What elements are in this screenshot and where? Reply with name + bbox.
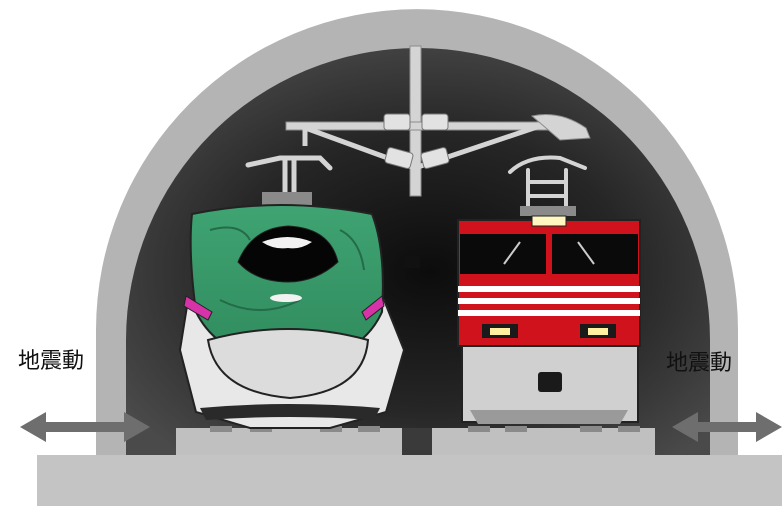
double-arrow-left-icon — [20, 412, 150, 442]
locomotive-coupler — [538, 372, 562, 392]
track-bed-left — [176, 428, 404, 455]
tunnel-signal — [405, 256, 420, 268]
track-bed-right — [430, 428, 655, 455]
seismic-motion-label-right: 地震動 — [666, 345, 732, 377]
insulator-top-left — [384, 114, 410, 130]
locomotive-window-left — [460, 234, 546, 274]
seismic-motion-label-left: 地震動 — [18, 343, 84, 375]
center-drain — [402, 428, 432, 455]
ground-slab — [37, 455, 782, 506]
locomotive-window-right — [552, 234, 638, 274]
insulator-top-right — [422, 114, 448, 130]
